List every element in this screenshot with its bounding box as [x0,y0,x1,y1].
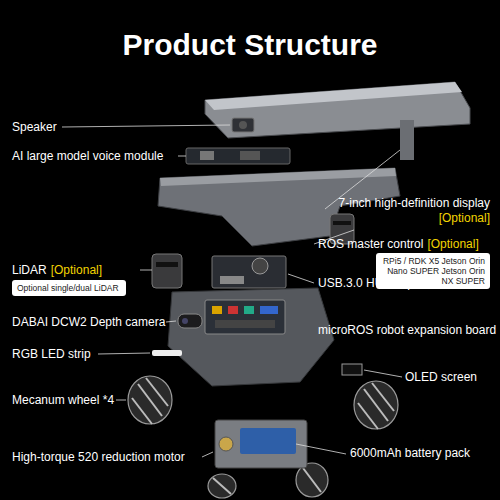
part-label: ROS master control [318,237,423,251]
part-label: LiDAR [12,263,47,277]
spec-box: RPi5 / RDK X5 Jetson Orin Nano SUPER Jet… [376,253,490,289]
part-label: High-torque 520 reduction motor [12,450,185,464]
part-label: 7-inch high-definition display [339,196,490,210]
part-label: Mecanum wheel *4 [12,393,114,407]
optional-tag: [Optional] [51,263,102,277]
spec-box: Optional single/dual LiDAR [12,280,126,296]
spec-text: Optional single/dual LiDAR [17,283,121,293]
part-label: RGB LED strip [12,347,91,361]
title: Product Structure [0,28,500,62]
spec-text: RPi5 / RDK X5 Jetson Orin Nano SUPER Jet… [381,256,485,286]
part-label: Speaker [12,120,57,134]
part-label: DABAI DCW2 Depth camera [12,315,165,329]
part-label: 6000mAh battery pack [350,446,470,460]
optional-tag: [Optional] [439,211,490,225]
part-label: microROS robot expansion board [318,323,496,337]
part-label: OLED screen [405,370,477,384]
optional-tag: [Optional] [427,237,478,251]
part-label: AI large model voice module [12,149,163,163]
